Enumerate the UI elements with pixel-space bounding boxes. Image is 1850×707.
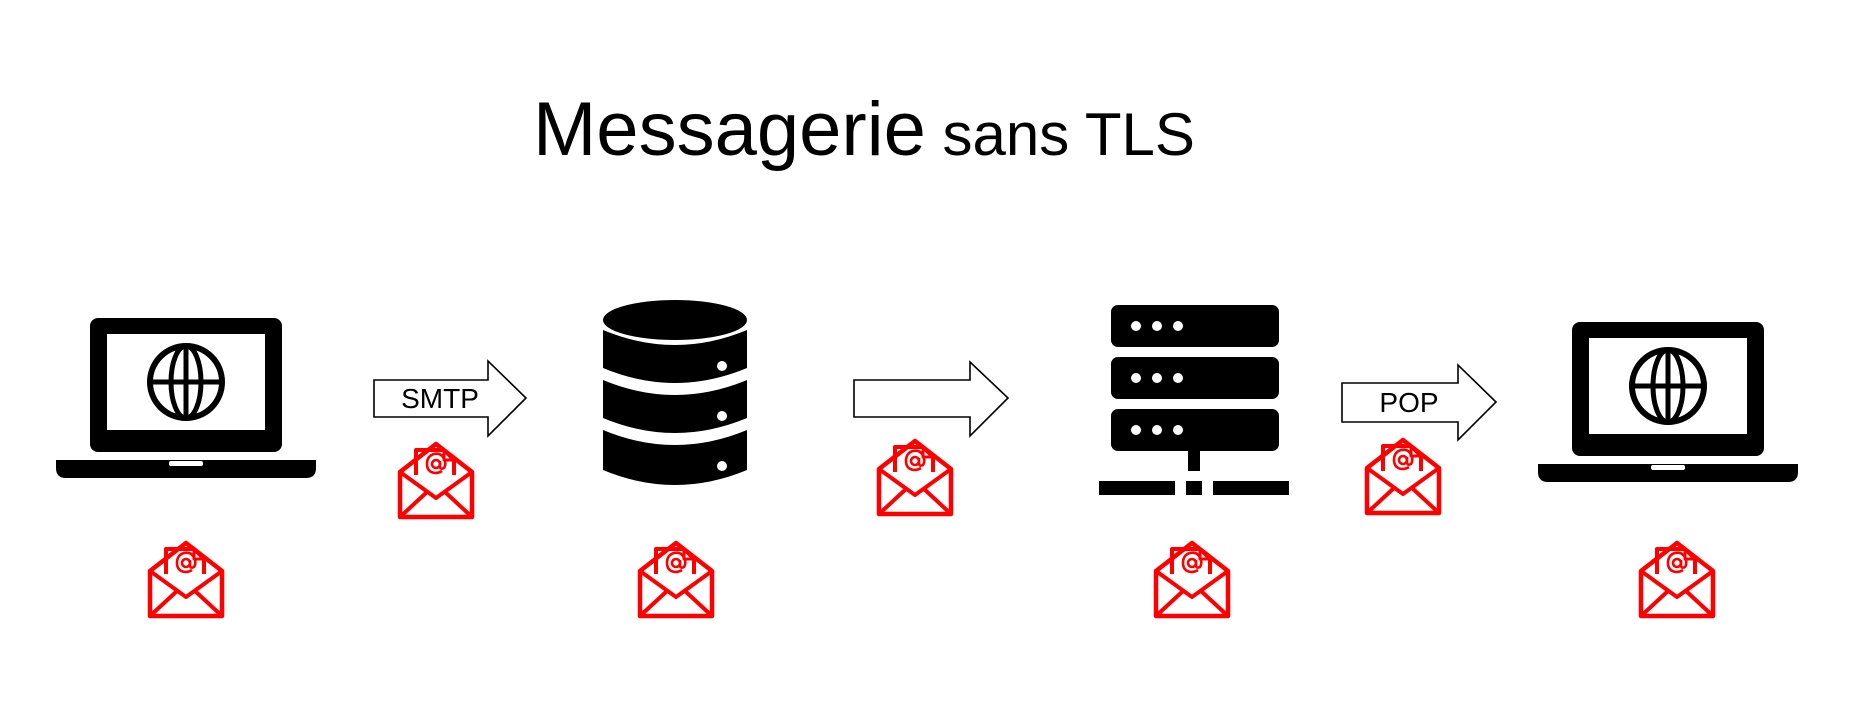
mail-icon xyxy=(1156,543,1228,616)
arrow-smtp: SMTP xyxy=(373,359,528,438)
sender-laptop-icon xyxy=(56,318,316,478)
mail-icon xyxy=(640,543,712,616)
title-main: Messagerie xyxy=(533,87,926,172)
mail-icon xyxy=(1641,543,1713,616)
mail-icon xyxy=(150,543,222,616)
title-rest: sans TLS xyxy=(925,101,1195,168)
arrow-pop: POP xyxy=(1341,363,1498,442)
mail-icon xyxy=(879,441,951,514)
arrow-pop-label: POP xyxy=(1379,387,1438,418)
receiver-laptop-icon xyxy=(1538,322,1798,482)
diagram-title: Messagerie sans TLS xyxy=(533,92,1195,168)
server-icon xyxy=(1099,305,1289,495)
arrow-smtp-label: SMTP xyxy=(401,383,479,414)
mail-icon xyxy=(1367,440,1439,513)
database-icon xyxy=(603,300,747,485)
mail-icon xyxy=(400,444,472,517)
arrow-relay xyxy=(853,360,1010,438)
